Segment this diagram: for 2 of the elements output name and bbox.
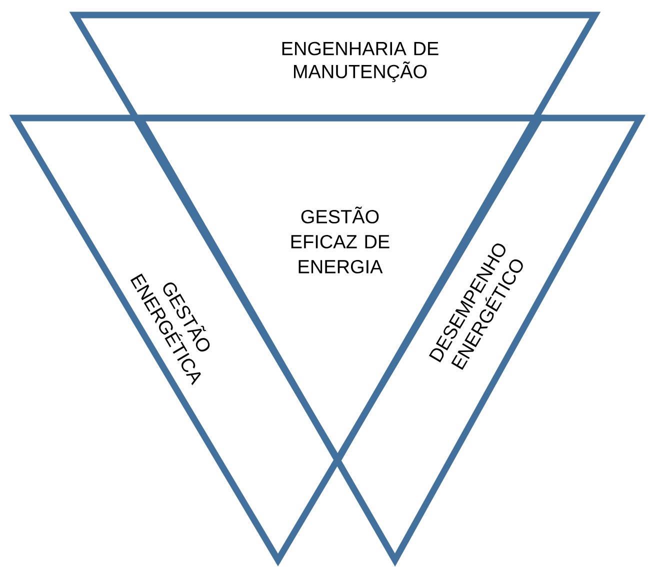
center-label: GESTÃO EFICAZ DE ENERGIA bbox=[291, 206, 390, 274]
triangle-label: ENGENHARIA DE MANUTENÇÃO bbox=[282, 42, 438, 82]
